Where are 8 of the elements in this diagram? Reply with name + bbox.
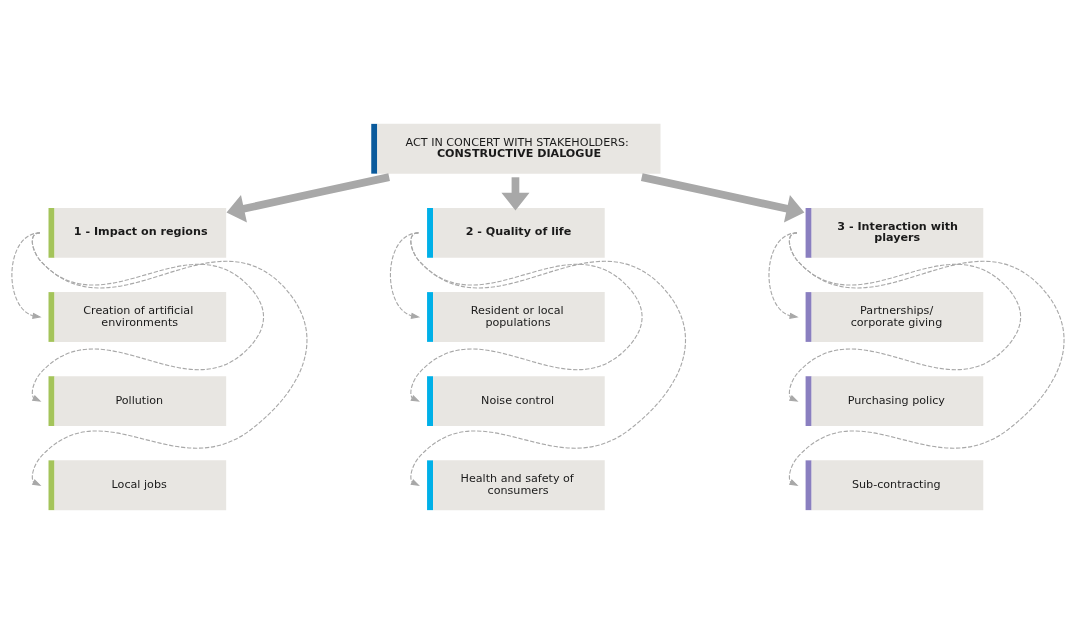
arrow	[410, 231, 687, 486]
arrow	[788, 231, 1065, 486]
arrow	[390, 231, 421, 319]
arrow	[768, 231, 799, 319]
arrow	[11, 231, 42, 319]
arrow	[501, 176, 530, 211]
arrow	[640, 172, 805, 222]
arrow	[31, 231, 308, 486]
